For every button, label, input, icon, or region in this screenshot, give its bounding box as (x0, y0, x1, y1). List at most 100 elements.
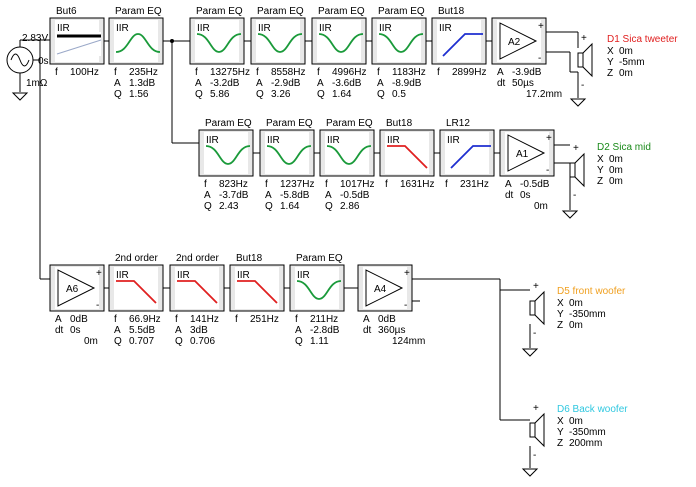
block-title: 2nd order (115, 253, 158, 264)
plus-sign: + (96, 268, 102, 279)
d6-coord-value: 200mm (569, 438, 602, 449)
block-title: Param EQ (257, 6, 304, 17)
d2-name: D2 Sica mid (597, 142, 651, 153)
block-body (114, 267, 158, 309)
param-value: 124mm (392, 336, 425, 347)
driver-d2[interactable]: +- (569, 143, 585, 201)
param-value: -2.9dB (271, 78, 301, 89)
param-value: 50µs (512, 78, 534, 89)
driver-d6[interactable]: +- (529, 403, 545, 461)
iir-label: IIR (197, 23, 210, 34)
block-title: Param EQ (296, 253, 343, 264)
iir-label: IIR (439, 23, 452, 34)
iir-label: IIR (447, 135, 460, 146)
param-value: -3.7dB (219, 190, 249, 201)
block-body (265, 132, 309, 174)
param-value: 17.2mm (526, 89, 562, 100)
d5-name: D5 front woofer (557, 286, 626, 297)
d5-coord-key: Y (557, 309, 564, 320)
param-value: 66.9Hz (129, 314, 161, 325)
param-value: 823Hz (219, 179, 248, 190)
filter-curve (318, 33, 364, 53)
param-key: Q (175, 336, 183, 347)
source-voltage: 2.83V (22, 33, 48, 44)
param-key: A (295, 325, 302, 336)
amp-label: A1 (516, 149, 529, 160)
sine-wave-icon (10, 53, 30, 67)
param-value: 0s (520, 190, 531, 201)
block-title: LR12 (446, 118, 470, 129)
filter-curve (266, 145, 312, 165)
block-title: Param EQ (378, 6, 425, 17)
param-value: 0s (70, 325, 81, 336)
iir-label: IIR (327, 135, 340, 146)
driver-d5[interactable]: +- (529, 281, 545, 339)
block-body (204, 132, 248, 174)
param-key: A (175, 325, 182, 336)
driver-d1[interactable]: +- (577, 33, 593, 91)
amplifier-icon (57, 269, 96, 307)
d1-coord-value: 0m (619, 46, 633, 57)
plus-sign: + (533, 403, 539, 414)
d6-coord-key: X (557, 416, 564, 427)
amp-label: A6 (66, 284, 79, 295)
param-value: 211Hz (310, 314, 338, 325)
filter-curve (442, 33, 483, 57)
param-value: 0.706 (190, 336, 215, 347)
amplifier-icon (507, 134, 546, 172)
block-title: But6 (56, 6, 77, 17)
param-value: 0m (84, 336, 98, 347)
filter-curve (257, 33, 303, 53)
param-key: A (265, 190, 272, 201)
minus-sign: - (538, 53, 541, 64)
param-key: A (114, 325, 121, 336)
block-title: 2nd order (176, 253, 219, 264)
param-key: A (204, 190, 211, 201)
param-key: f (235, 314, 238, 325)
param-value: 0m (534, 201, 548, 212)
d2-coord-value: 0m (609, 154, 623, 165)
param-value: 1.64 (332, 89, 352, 100)
iir-label: IIR (258, 23, 271, 34)
speaker-cone-icon (582, 42, 593, 78)
param-key: f (195, 67, 198, 78)
amplifier-icon (499, 22, 538, 60)
param-value: 3.26 (271, 89, 291, 100)
param-value: 235Hz (129, 67, 158, 78)
iir-label: IIR (267, 135, 280, 146)
block-body (385, 132, 429, 174)
param-key: f (256, 67, 259, 78)
param-value: -3.2dB (210, 78, 240, 89)
param-value: 0dB (70, 314, 88, 325)
ground-icon (521, 348, 539, 357)
block-title: Param EQ (266, 118, 313, 129)
ground-icon (11, 92, 29, 101)
param-key: Q (256, 89, 264, 100)
param-value: 141Hz (190, 314, 219, 325)
param-value: 251Hz (250, 314, 279, 325)
iir-label: IIR (206, 135, 219, 146)
param-value: -0.5dB (520, 179, 550, 190)
param-key: A (55, 314, 62, 325)
block-title: Param EQ (196, 6, 243, 17)
